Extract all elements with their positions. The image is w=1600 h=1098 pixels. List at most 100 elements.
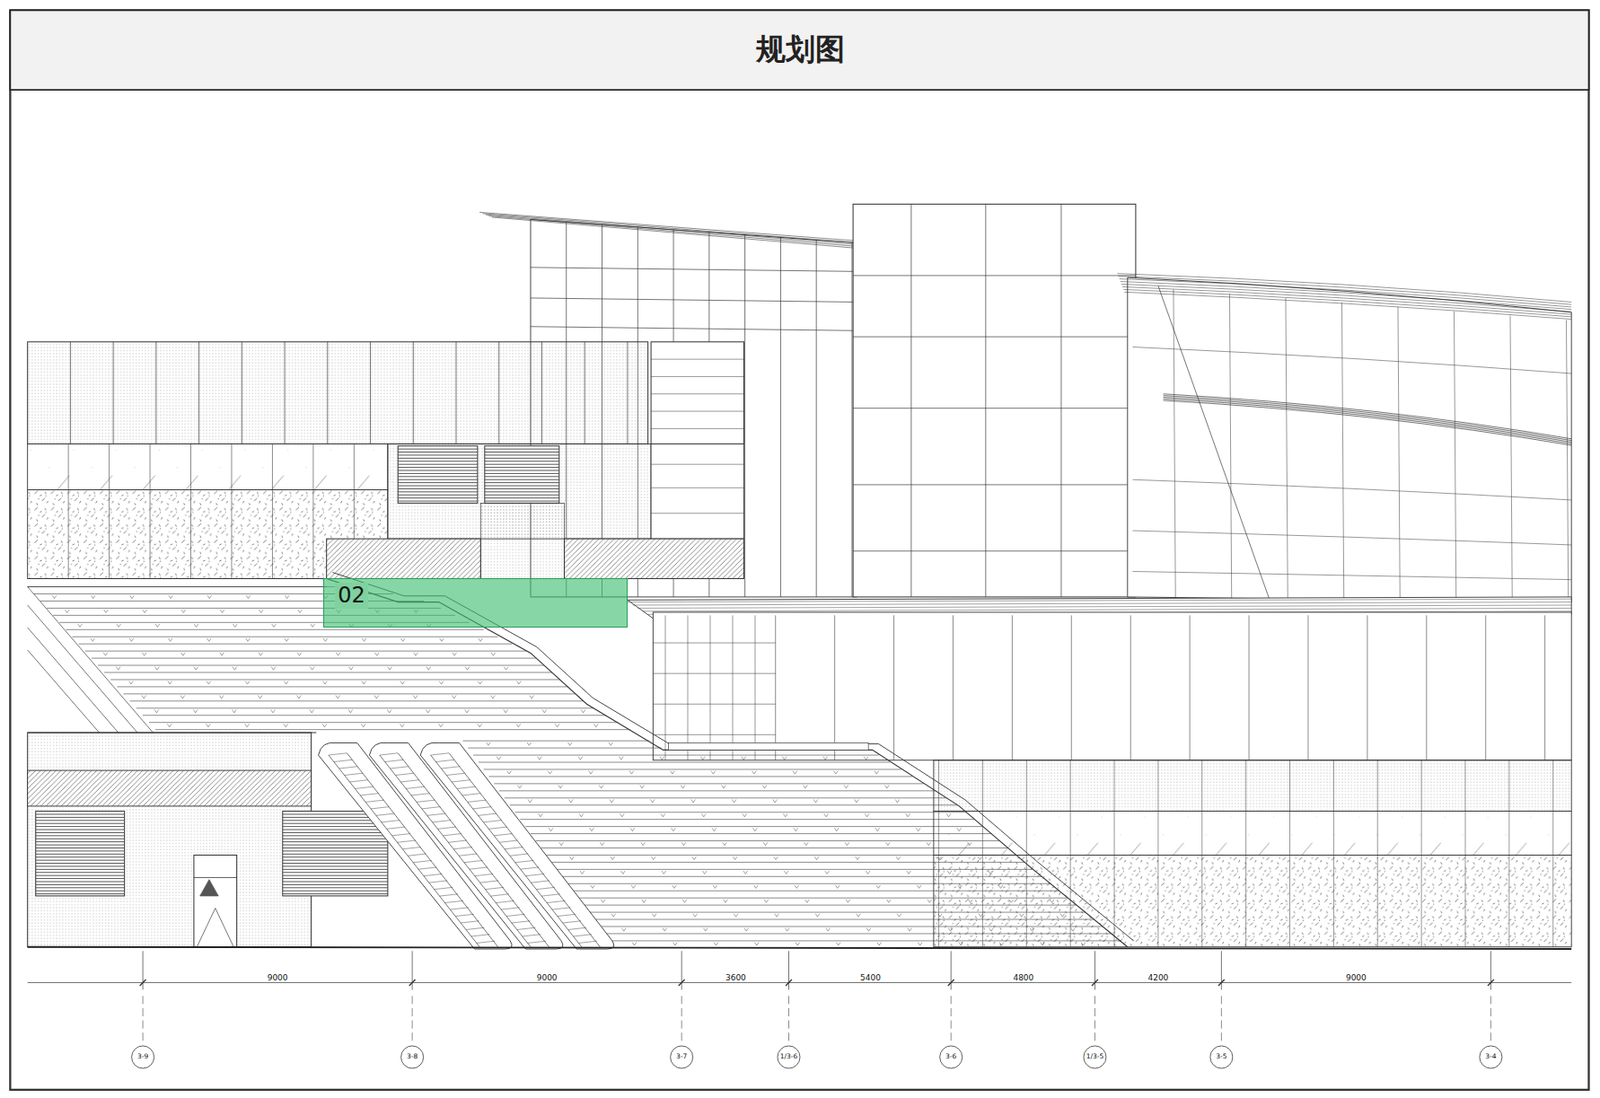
- roof-edge: [492, 217, 858, 249]
- louver-slat: [484, 469, 560, 471]
- curtain-mullion: [664, 615, 666, 760]
- stair-mark: [554, 723, 560, 727]
- axis-label: 1/3-5: [1085, 1054, 1106, 1062]
- stair-mark: [845, 899, 851, 903]
- stair-mark: [671, 827, 677, 831]
- louver-slat: [397, 460, 478, 462]
- escalator-step: [546, 900, 565, 903]
- louver-slat: [397, 485, 478, 487]
- stair-mark: [875, 827, 880, 831]
- stair-mark: [793, 827, 799, 831]
- stair-mark: [348, 709, 353, 713]
- cladding-joint: [113, 342, 115, 445]
- stair-mark: [764, 899, 769, 903]
- stair-mark: [207, 595, 212, 598]
- center-transom: [852, 274, 1136, 276]
- escalator-step: [490, 894, 509, 897]
- stair-step: [515, 811, 968, 813]
- louver-slat: [282, 823, 388, 825]
- base-joint: [1114, 760, 1116, 948]
- escalator-step: [493, 834, 512, 836]
- glass-mullion: [190, 443, 192, 579]
- highlight-zone: 02: [323, 578, 628, 628]
- stair-mark: [491, 652, 496, 656]
- louver-slat: [282, 829, 388, 831]
- curtain-mullion: [1130, 615, 1132, 760]
- base-joint: [1552, 760, 1554, 948]
- curtain-transom: [652, 642, 775, 644]
- louver: [397, 446, 478, 504]
- stair-mark: [349, 667, 354, 670]
- stair-mark: [284, 595, 290, 598]
- center-mullion: [984, 203, 986, 598]
- louver-slat: [35, 813, 125, 815]
- glass-base: [933, 811, 1572, 856]
- escalator-step: [344, 773, 363, 775]
- escalator-step: [421, 807, 440, 809]
- stair-step: [493, 782, 924, 784]
- terrace-edge: [27, 578, 327, 580]
- louver-slat: [282, 832, 388, 834]
- stair-step: [545, 854, 1017, 856]
- axis-label: 3-7: [675, 1054, 688, 1062]
- stair-mark: [631, 885, 636, 888]
- escalator-step: [527, 940, 546, 943]
- stair-step: [541, 847, 1009, 849]
- stair-mark: [104, 609, 109, 613]
- escalator-step: [439, 894, 458, 897]
- stair-mark: [754, 885, 759, 888]
- dimension-tick: [1091, 979, 1099, 986]
- stair-mark: [866, 928, 871, 932]
- escalator-step: [405, 786, 424, 789]
- louver-slat: [282, 880, 388, 882]
- escalator-step: [429, 880, 448, 883]
- louver-slat: [484, 488, 560, 490]
- escalator-step: [427, 813, 446, 816]
- escalator-step: [407, 853, 426, 856]
- stair-step: [123, 693, 575, 695]
- louver-slat: [282, 871, 388, 873]
- cladding-joint: [626, 342, 628, 445]
- axis-line: [1094, 950, 1096, 990]
- stair-mark: [426, 709, 431, 713]
- stair-mark: [496, 756, 502, 760]
- stair-mark: [130, 595, 135, 598]
- louver-slat: [35, 838, 125, 840]
- glass-mullion: [68, 443, 70, 579]
- axis-line: [681, 950, 683, 990]
- elevation-group: [9, 9, 1589, 1090]
- stair-mark: [516, 723, 521, 727]
- stair-mark: [297, 695, 302, 699]
- roof-edge: [488, 216, 857, 247]
- louver-slat: [397, 479, 478, 481]
- escalator-step: [423, 873, 442, 876]
- stair-step: [588, 912, 1086, 914]
- stair-mark: [784, 928, 790, 932]
- axis-centerline: [1490, 995, 1492, 1046]
- hatched-parapet: [563, 538, 744, 579]
- stair-mark: [743, 870, 748, 874]
- louver-slat: [484, 448, 560, 450]
- stair-mark: [323, 638, 328, 642]
- stair-mark: [660, 813, 666, 817]
- right-transom: [1132, 346, 1572, 374]
- louver-slat: [35, 832, 125, 834]
- stair-step: [551, 861, 1025, 863]
- louver-slat: [35, 835, 125, 836]
- stair-mark: [978, 914, 984, 917]
- stair-mark: [672, 885, 677, 888]
- stair-mark: [452, 652, 458, 656]
- stair-step: [65, 629, 484, 631]
- panel-line: [650, 393, 744, 395]
- stair-mark: [537, 756, 543, 760]
- louver-slat: [397, 473, 478, 475]
- escalator-step: [430, 753, 449, 756]
- escalator-step: [501, 907, 519, 910]
- stair-mark: [621, 870, 626, 874]
- roof-line: [1116, 273, 1572, 303]
- tower-transom: [530, 298, 858, 303]
- louver-slat: [35, 860, 125, 862]
- stair-mark: [465, 667, 470, 670]
- ground-line: [27, 947, 1572, 950]
- stair-step: [504, 797, 947, 799]
